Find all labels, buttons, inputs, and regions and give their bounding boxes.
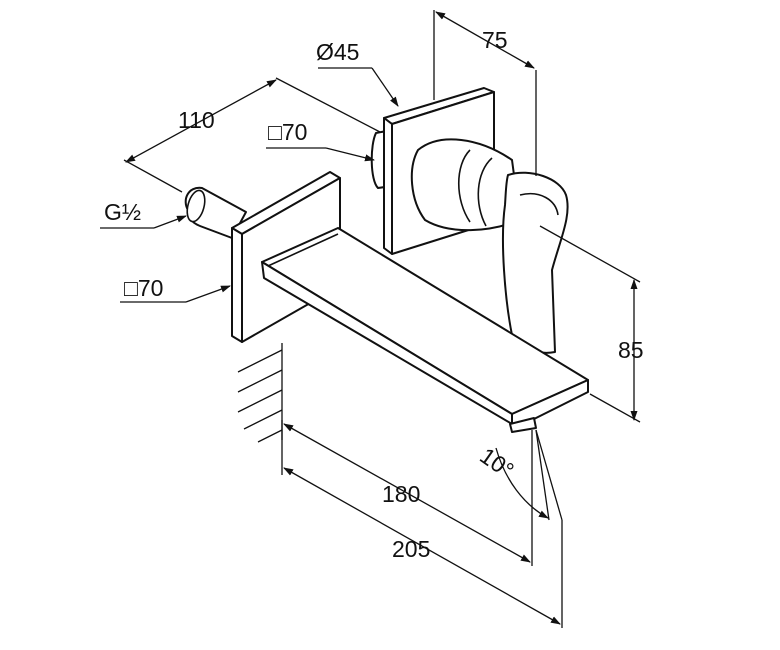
dimension-110-label: 110 — [178, 107, 215, 133]
dimension-square-70-upper: □70 — [266, 119, 375, 162]
spout — [261, 227, 589, 433]
dimension-square-70-lower: □70 — [120, 275, 231, 303]
dimension-diameter-45-label: Ø45 — [316, 39, 359, 65]
wall-hatching — [237, 343, 283, 443]
dimension-75: 75 — [433, 10, 537, 176]
dimension-square-70-lower-label: □70 — [124, 275, 163, 301]
dimension-75-label: 75 — [482, 27, 508, 53]
dimension-85-label: 85 — [618, 337, 644, 363]
dimension-thread-label: G½ — [104, 199, 141, 225]
dimension-square-70-upper-label: □70 — [268, 119, 307, 145]
dimension-diameter-45: Ø45 — [316, 39, 399, 107]
dimension-85: 85 — [539, 225, 644, 423]
dimension-180-label: 180 — [382, 481, 420, 507]
mixer-body — [370, 87, 569, 354]
dimension-thread: G½ — [100, 199, 187, 229]
dimension-angle-label: 10° — [475, 442, 518, 483]
dimension-angle: 10° — [475, 429, 563, 521]
dimension-205-label: 205 — [392, 536, 430, 562]
dimension-110: 110 — [123, 77, 381, 193]
dimension-205: 205 — [283, 467, 563, 628]
